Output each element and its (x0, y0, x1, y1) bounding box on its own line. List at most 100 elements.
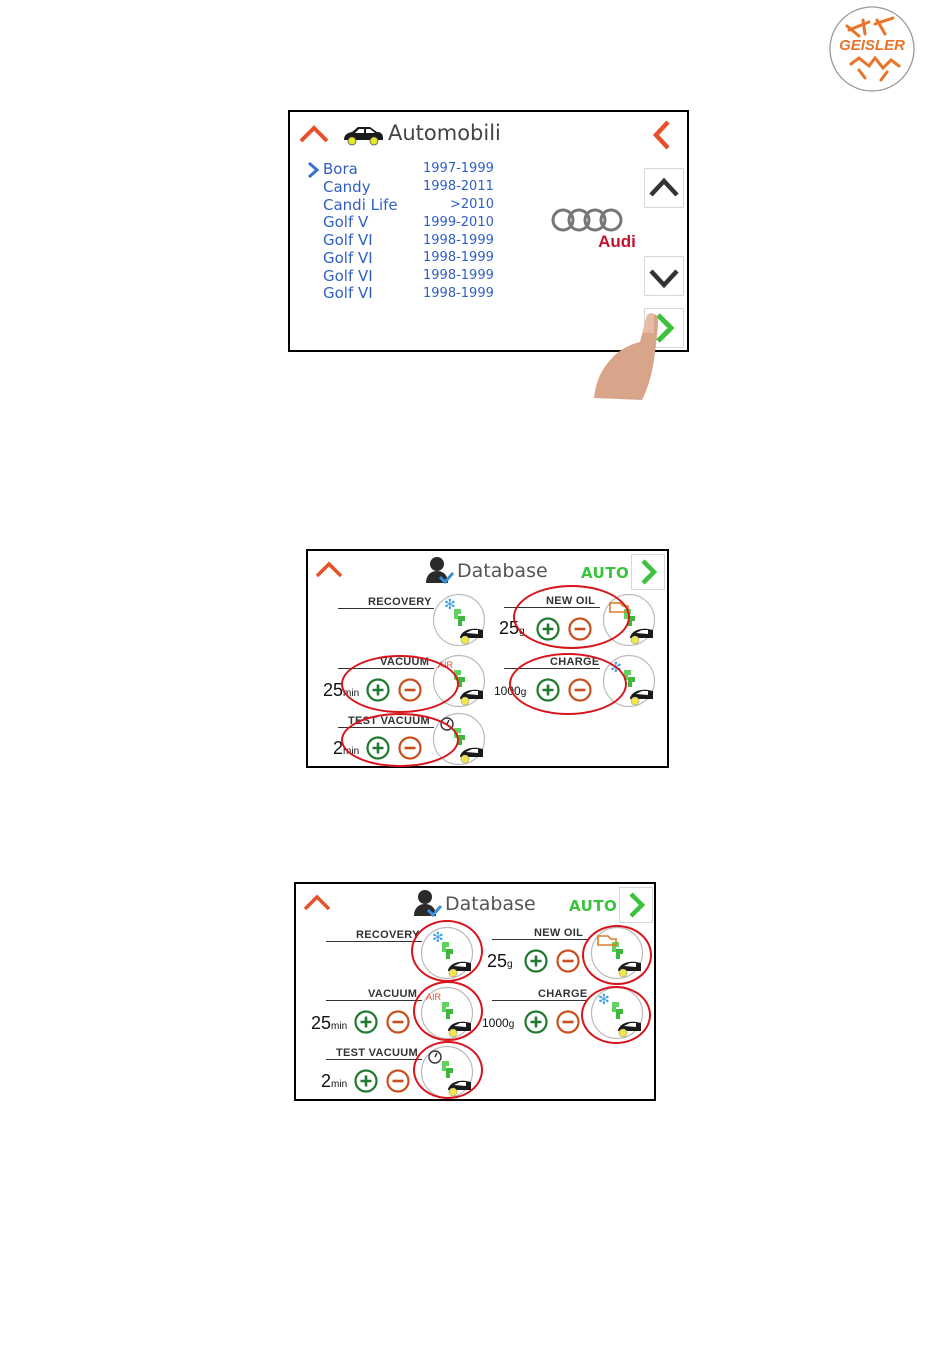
value-unit: min (331, 1079, 348, 1090)
test-vacuum-value: 2min (321, 1072, 347, 1091)
highlight-circle (341, 713, 459, 767)
model-years: 1998-1999 (423, 232, 494, 248)
list-item[interactable]: Candi Life >2010 (323, 196, 503, 214)
model-name: Bora (323, 159, 358, 178)
model-name: Candy (323, 177, 371, 196)
value-number: 25 (311, 1013, 332, 1033)
minus-button[interactable] (386, 1010, 410, 1034)
charge-value: 1000g (482, 1015, 514, 1031)
database-screen-values: Database AUTO RECOVERY ✻ NEW OIL 25g VAC… (306, 549, 669, 768)
highlight-circle (413, 981, 483, 1041)
model-name: Golf VI (323, 248, 373, 267)
new-oil-value: 25g (487, 952, 513, 971)
menu-up-icon[interactable] (314, 559, 344, 579)
minus-button[interactable] (386, 1069, 410, 1093)
value-number: 25 (323, 680, 344, 700)
value-unit: g (507, 959, 513, 970)
list-item[interactable]: Bora 1997-1999 (323, 160, 503, 178)
model-years: >2010 (450, 196, 494, 212)
charge-label: CHARGE (538, 988, 588, 1000)
list-item[interactable]: Golf VI 1998-1999 (323, 267, 503, 285)
value-number: 25 (487, 951, 508, 971)
value-number: 2 (321, 1071, 332, 1091)
chevron-up-icon (649, 177, 679, 197)
model-years: 1997-1999 (423, 161, 494, 177)
new-oil-label: NEW OIL (534, 927, 584, 939)
mode-label: AUTO (569, 897, 618, 915)
screen-title: Automobili (388, 121, 501, 145)
model-years: 1998-1999 (423, 268, 494, 284)
car-icon (344, 127, 383, 146)
divider (326, 1059, 422, 1060)
selection-chevron-icon (308, 162, 320, 178)
brand-name: Audi (598, 232, 636, 251)
highlight-circle (413, 1041, 483, 1099)
model-years: 1998-1999 (423, 285, 494, 301)
scroll-down-button[interactable] (644, 256, 684, 296)
scroll-up-button[interactable] (644, 168, 684, 208)
recovery-label: RECOVERY (368, 596, 432, 608)
chevron-down-icon (649, 269, 679, 289)
back-icon[interactable] (650, 118, 672, 152)
highlight-circle (581, 986, 651, 1044)
geisler-logo: GEISLER (829, 6, 915, 92)
menu-up-icon[interactable] (298, 122, 330, 144)
user-check-icon (426, 557, 454, 585)
highlight-circle (513, 585, 630, 649)
svg-text:✻: ✻ (444, 597, 456, 613)
database-screen-phases: Database AUTO RECOVERY ✻ NEW OIL 25g VAC… (294, 882, 656, 1101)
divider (326, 1000, 422, 1001)
recovery-phase-icon[interactable]: ✻ (432, 593, 486, 647)
minus-button[interactable] (556, 949, 580, 973)
plus-button[interactable] (354, 1069, 378, 1093)
highlight-circle (411, 920, 483, 982)
list-item[interactable]: Candy 1998-2011 (323, 178, 503, 196)
test-vacuum-label: TEST VACUUM (336, 1047, 418, 1059)
menu-up-icon[interactable] (302, 892, 332, 912)
list-item[interactable]: Golf VI 1998-1999 (323, 231, 503, 249)
divider (338, 608, 434, 609)
list-item[interactable]: Golf V 1999-2010 (323, 213, 503, 231)
list-item[interactable]: Golf VI 1998-1999 (323, 249, 503, 267)
model-years: 1999-2010 (423, 214, 494, 230)
vacuum-value: 25min (311, 1014, 347, 1033)
highlight-circle (582, 925, 652, 985)
next-button[interactable] (631, 554, 665, 590)
chevron-right-icon (656, 313, 675, 343)
list-item[interactable]: Golf VI 1998-1999 (323, 284, 503, 303)
value-unit: min (331, 1021, 348, 1032)
vacuum-label: VACUUM (368, 988, 418, 1000)
user-check-icon (414, 890, 442, 918)
automobili-screen: Automobili Bora 1997-1999 Candy 1998-2011 … (288, 110, 689, 352)
chevron-right-icon (641, 559, 658, 585)
model-name: Golf VI (323, 231, 373, 250)
next-button[interactable] (619, 887, 653, 923)
model-list: Bora 1997-1999 Candy 1998-2011 Candi Life >… (323, 160, 503, 303)
value-number: 2 (333, 738, 344, 758)
plus-button[interactable] (354, 1010, 378, 1034)
divider (492, 939, 588, 940)
page-title: Database (457, 560, 548, 582)
value-number: 1000 (482, 1016, 509, 1030)
plus-button[interactable] (524, 1010, 548, 1034)
pointing-finger-illustration (594, 313, 658, 400)
divider (492, 1000, 588, 1001)
highlight-circle (341, 655, 459, 713)
value-unit: g (508, 1019, 515, 1030)
model-name: Candi Life (323, 195, 398, 214)
model-years: 1998-1999 (423, 250, 494, 266)
divider (326, 941, 422, 942)
model-name: Golf VI (323, 266, 373, 285)
minus-button[interactable] (556, 1010, 580, 1034)
model-name: Golf V (323, 213, 369, 232)
logo-text: GEISLER (839, 37, 905, 54)
model-years: 1998-2011 (423, 179, 494, 195)
audi-rings-icon (551, 208, 623, 232)
page-title: Database (445, 893, 536, 915)
recovery-label: RECOVERY (356, 929, 420, 941)
highlight-circle (509, 653, 627, 715)
mode-label: AUTO (581, 564, 630, 582)
chevron-right-icon (629, 892, 646, 918)
plus-button[interactable] (524, 949, 548, 973)
model-name: Golf VI (323, 284, 373, 303)
